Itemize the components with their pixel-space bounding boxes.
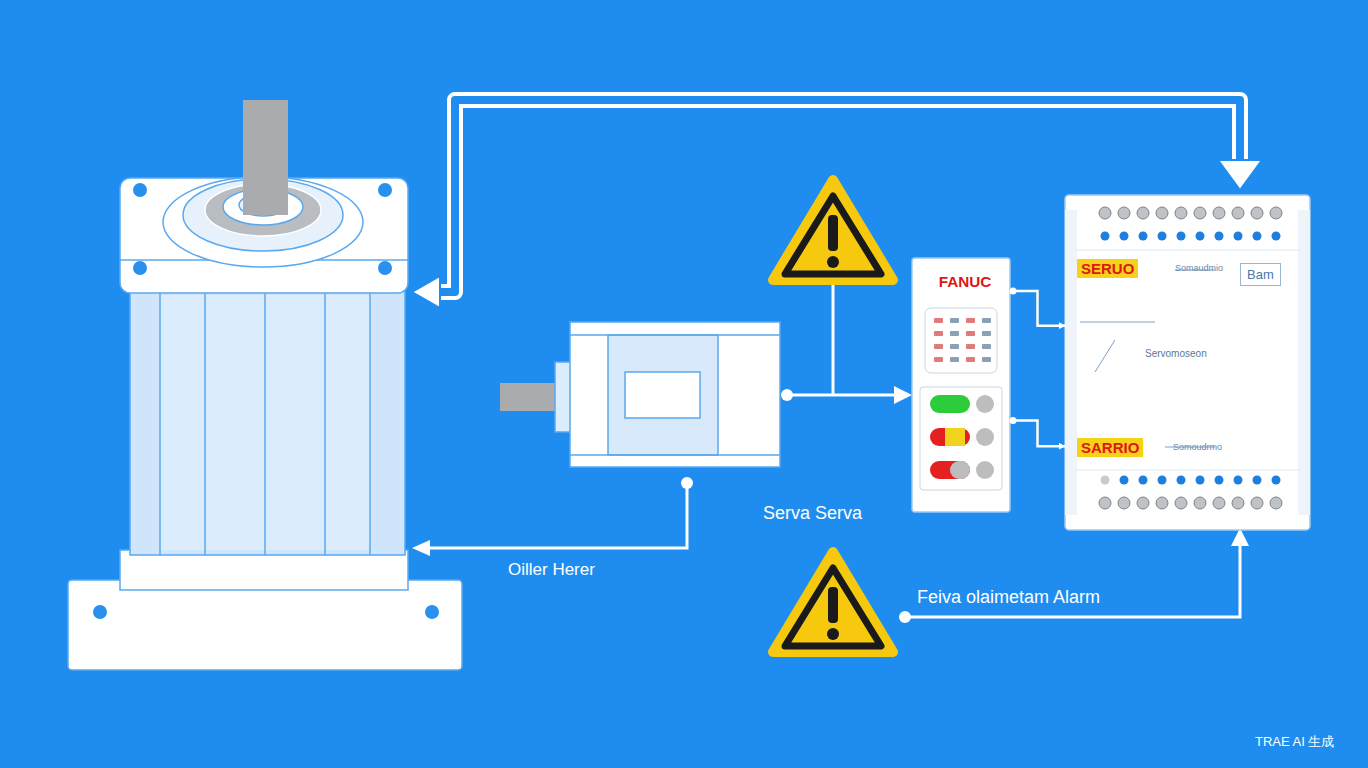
label-mark (966, 318, 975, 323)
indicator-dot (1139, 232, 1148, 241)
servo-module: SERUO Somaudmio BamServomoseonSARRIO Somoud… (1065, 195, 1310, 530)
indicator-dot (1234, 476, 1243, 485)
terminal-screw (1156, 207, 1168, 219)
warning-sign (773, 180, 893, 280)
terminal-screw (1156, 497, 1168, 509)
indicator-dot (1120, 232, 1129, 241)
terminal-screw (1270, 497, 1282, 509)
arrow-head (412, 276, 440, 308)
wire-dot (1010, 417, 1017, 424)
terminal-screw (1099, 207, 1111, 219)
panel-text: SARRIO (1077, 438, 1143, 457)
indicator-dot (1177, 232, 1186, 241)
arrow-head (894, 386, 912, 404)
label-mark (934, 357, 943, 362)
label-mark (966, 331, 975, 336)
indicator-dot (1215, 232, 1224, 241)
label-mark (950, 318, 959, 323)
terminal-screw (1118, 497, 1130, 509)
servo-drive: FANUC (912, 258, 1010, 512)
label-mark (982, 331, 991, 336)
wire-dot (1010, 288, 1017, 295)
indicator-dot (1196, 232, 1205, 241)
indicator-dot (1120, 476, 1129, 485)
module-body (1065, 195, 1310, 530)
terminal-screw (1251, 497, 1263, 509)
indicator-dot (1253, 476, 1262, 485)
panel-text: Bam (1240, 263, 1281, 286)
terminal-screw (1213, 497, 1225, 509)
indicator-dot (1101, 232, 1110, 241)
arrow-head (1218, 160, 1262, 190)
brand-label: FANUC (916, 273, 1014, 291)
warning-sign (773, 552, 893, 652)
indicator-dot (1177, 476, 1186, 485)
terminal-screw (1194, 497, 1206, 509)
label-mark (950, 331, 959, 336)
label-mark (934, 331, 943, 336)
indicator-dot (1215, 476, 1224, 485)
terminal-screw (1175, 497, 1187, 509)
drive-body (912, 258, 1010, 512)
label-mark (950, 357, 959, 362)
panel-text: Servomoseon (1145, 348, 1207, 359)
label-mark (982, 357, 991, 362)
signal-label: Feiva olaimetam Alarm (917, 587, 1100, 608)
label-mark (966, 344, 975, 349)
wire-dot (899, 611, 911, 623)
signal-label: Serva Serva (763, 503, 862, 524)
terminal-screw (1137, 497, 1149, 509)
terminal-screw (1232, 207, 1244, 219)
signal-label: Oiller Herer (508, 560, 595, 580)
signal-connector (1010, 291, 1065, 326)
servo-motor (68, 100, 462, 670)
terminal-screw (1213, 207, 1225, 219)
arrow-head (412, 540, 430, 556)
terminal-screw (1270, 207, 1282, 219)
indicator-dot (1253, 232, 1262, 241)
terminal-screw (1251, 207, 1263, 219)
indicator-dot (1139, 476, 1148, 485)
label-mark (950, 344, 959, 349)
wire-dot (781, 389, 793, 401)
watermark: TRAE AI 生成 (1255, 733, 1334, 751)
label-mark (934, 318, 943, 323)
indicator-dot (1234, 232, 1243, 241)
indicator-dot (1272, 232, 1281, 241)
terminal-screw (1118, 207, 1130, 219)
terminal-screw (1175, 207, 1187, 219)
panel-text: Somoudrmo (1173, 442, 1222, 452)
indicator-dot (1196, 476, 1205, 485)
label-mark (982, 318, 991, 323)
indicator-dot (1158, 476, 1167, 485)
label-mark (934, 344, 943, 349)
wire-dot (681, 477, 693, 489)
terminal-screw (1099, 497, 1111, 509)
brand-label: SERUO (1077, 259, 1138, 278)
terminal-screw (1194, 207, 1206, 219)
terminal-screw (1232, 497, 1244, 509)
signal-connector (1010, 421, 1065, 447)
label-mark (966, 357, 975, 362)
indicator-dot (1272, 476, 1281, 485)
indicator-dot (1101, 476, 1110, 485)
label-mark (982, 344, 991, 349)
indicator-dot (1158, 232, 1167, 241)
terminal-screw (1137, 207, 1149, 219)
small-motor (500, 322, 780, 467)
panel-text: Somaudmio (1175, 263, 1223, 273)
